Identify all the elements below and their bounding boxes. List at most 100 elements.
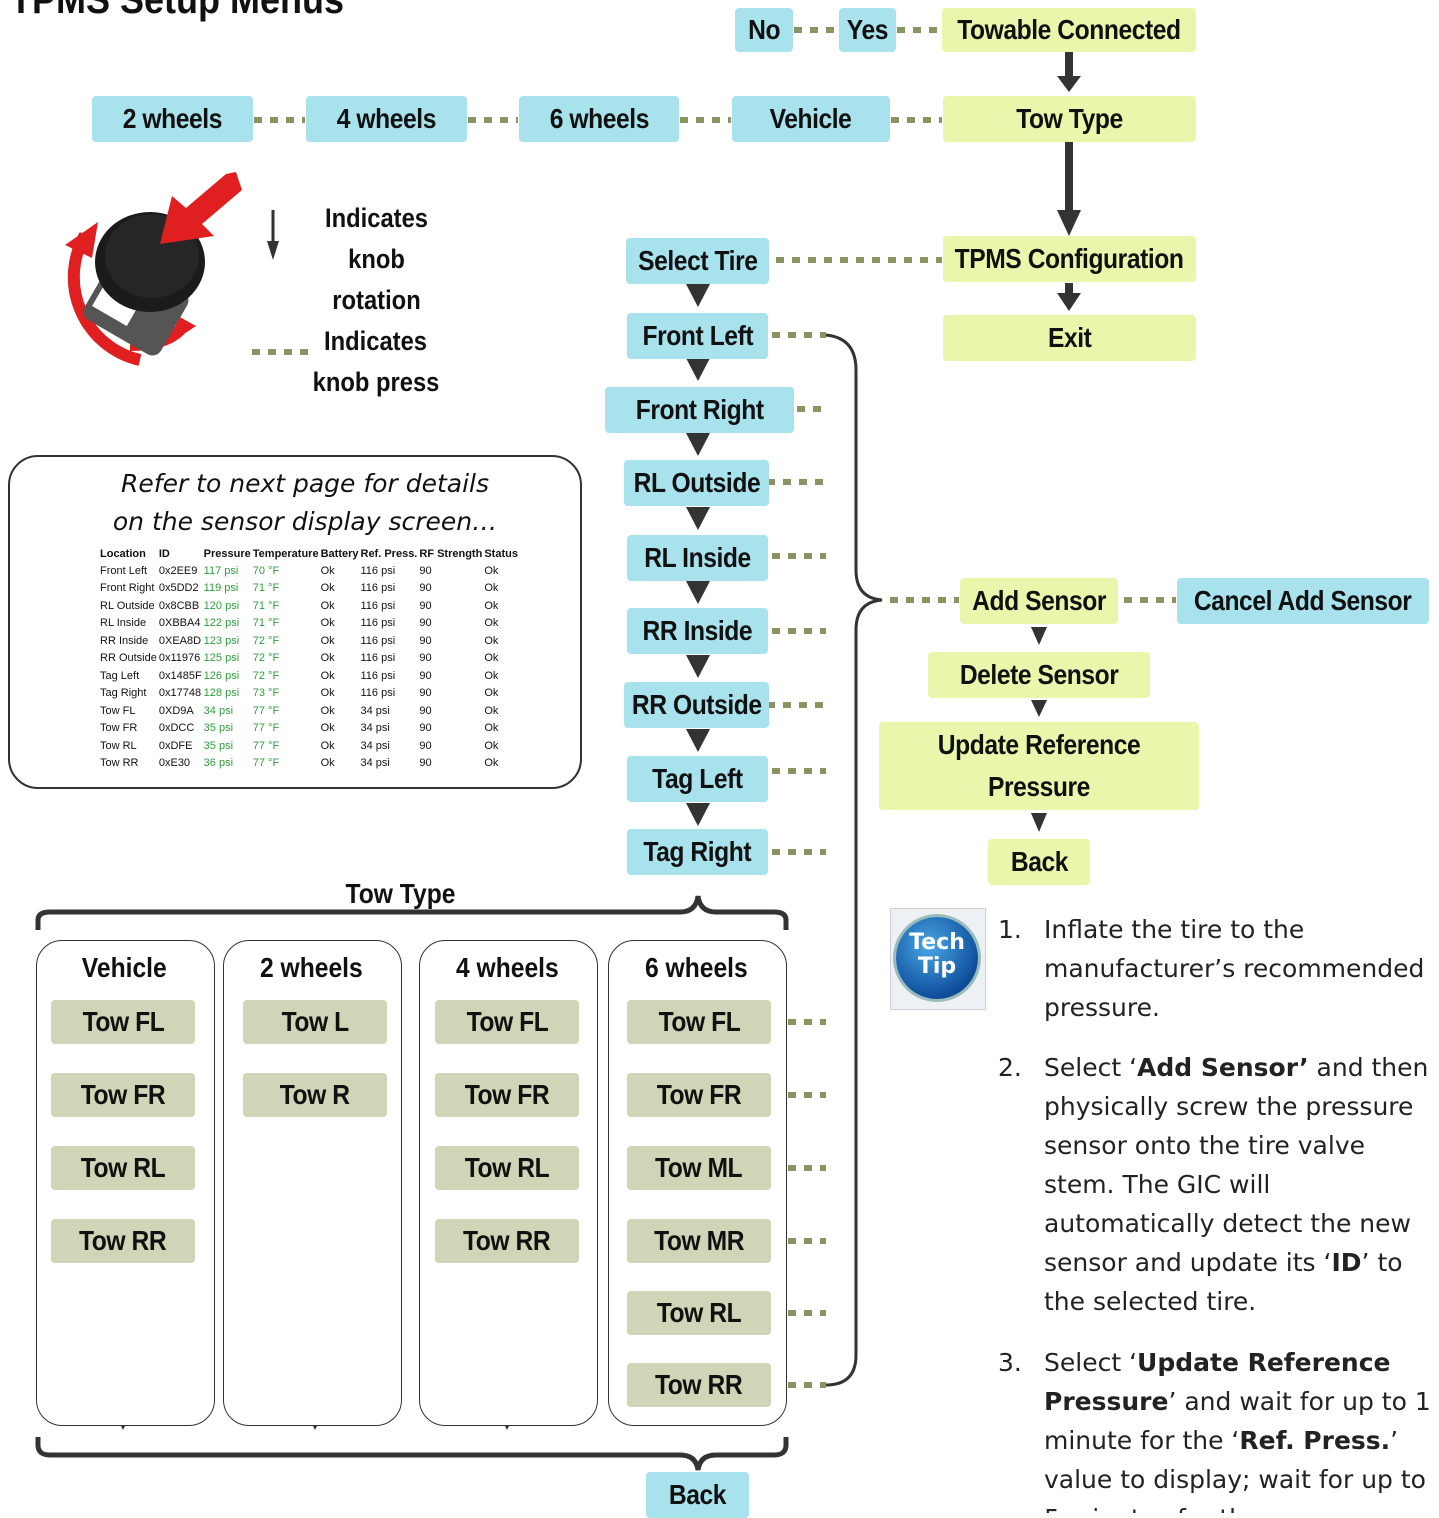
sensor-table-cell: 125 psi: [203, 652, 240, 665]
tow-item[interactable]: Tow R: [243, 1073, 387, 1117]
tow-item[interactable]: Tow RR: [51, 1219, 195, 1263]
delete-sensor-item[interactable]: Delete Sensor: [928, 652, 1150, 698]
tow-item[interactable]: Tow FR: [435, 1073, 579, 1117]
tow-column-title: 2 wheels: [260, 952, 363, 983]
sensor-table-cell: 0xDCC: [158, 722, 195, 735]
tpms-configuration-item[interactable]: TPMS Configuration: [943, 236, 1196, 282]
sensor-table-cell: Ok: [484, 704, 499, 717]
sensor-table-cell: RL Inside: [100, 617, 147, 630]
select-tire-item[interactable]: Select Tire: [626, 238, 769, 284]
exit-item[interactable]: Exit: [943, 315, 1196, 361]
tow-type-label: Tow Type: [345, 878, 455, 909]
sensor-table-cell: 34 psi: [203, 704, 234, 717]
yes-button[interactable]: Yes: [839, 8, 896, 52]
sensor-table-cell: Ok: [484, 599, 499, 612]
tow-item[interactable]: Tow FL: [51, 1000, 195, 1044]
sensor-table-cell: 77 °F: [252, 739, 280, 752]
sensor-table-cell: 0x17748: [158, 687, 202, 700]
tow-item[interactable]: Tow FL: [435, 1000, 579, 1044]
sensor-table-cell: 34 psi: [360, 704, 390, 717]
update-reference-pressure-item[interactable]: Update Reference Pressure: [879, 722, 1199, 810]
tech-tip-word: Tech: [909, 930, 965, 955]
tire-tag-right[interactable]: Tag Right: [627, 829, 768, 875]
tow-item[interactable]: Tow MR: [627, 1219, 771, 1263]
sensor-table-header: ID: [158, 547, 170, 560]
sensor-table-cell: 116 psi: [360, 564, 396, 577]
sensor-table-cell: Ok: [320, 704, 335, 717]
sensor-table-cell: Ok: [320, 634, 335, 647]
sensor-table-cell: Ok: [320, 687, 335, 700]
tire-rr-inside[interactable]: RR Inside: [627, 608, 768, 654]
tow-option-4-wheels[interactable]: 4 wheels: [306, 96, 467, 142]
tow-item[interactable]: Tow RL: [627, 1291, 771, 1335]
sensor-table-cell: 34 psi: [360, 757, 390, 770]
no-button[interactable]: No: [735, 8, 793, 52]
sensor-table-cell: Front Right: [100, 582, 155, 595]
tire-tag-left[interactable]: Tag Left: [627, 756, 768, 802]
cancel-add-sensor-item[interactable]: Cancel Add Sensor: [1177, 578, 1429, 624]
sensor-back-item[interactable]: Back: [988, 839, 1090, 885]
sensor-table-cell: 71 °F: [252, 617, 280, 630]
sensor-table-cell: Ok: [320, 582, 335, 595]
tire-front-right[interactable]: Front Right: [605, 387, 794, 433]
sensor-table-cell: 77 °F: [252, 722, 280, 735]
tow-item[interactable]: Tow RL: [435, 1146, 579, 1190]
sensor-table-cell: Front Left: [100, 564, 148, 577]
tire-rl-outside[interactable]: RL Outside: [624, 460, 769, 506]
sensor-table-cell: Ok: [484, 669, 499, 682]
sensor-table-cell: 70 °F: [252, 564, 280, 577]
sensor-table-cell: 0XD9A: [158, 704, 194, 717]
tow-item[interactable]: Tow RL: [51, 1146, 195, 1190]
tire-front-left[interactable]: Front Left: [627, 313, 768, 359]
tow-item[interactable]: Tow RR: [435, 1219, 579, 1263]
sensor-table-cell: 35 psi: [203, 739, 234, 752]
sensor-reference-panel: [8, 455, 582, 789]
sensor-table-cell: 0x11976: [158, 652, 201, 665]
tow-item[interactable]: Tow FR: [627, 1073, 771, 1117]
tow-option-vehicle[interactable]: Vehicle: [732, 96, 890, 142]
tow-option-2-wheels[interactable]: 2 wheels: [92, 96, 253, 142]
tire-rr-outside[interactable]: RR Outside: [624, 682, 769, 728]
tow-item[interactable]: Tow FL: [627, 1000, 771, 1044]
towable-connected-item[interactable]: Towable Connected: [942, 8, 1196, 52]
tow-item[interactable]: Tow ML: [627, 1146, 771, 1190]
sensor-table-cell: 71 °F: [252, 599, 280, 612]
sensor-table-cell: 116 psi: [360, 582, 396, 595]
sensor-table-cell: 90: [419, 739, 432, 752]
tech-tip-steps: 1.Inflate the tire to the manufacturer’s…: [998, 915, 1431, 1513]
sensor-table-cell: Ok: [320, 617, 335, 630]
tow-item[interactable]: Tow FR: [51, 1073, 195, 1117]
sensor-table-cell: 72 °F: [252, 652, 280, 665]
add-sensor-item[interactable]: Add Sensor: [960, 578, 1118, 624]
sensor-table-cell: 126 psi: [203, 669, 240, 682]
sensor-table-cell: Ok: [484, 739, 499, 752]
tow-item[interactable]: Tow RR: [627, 1363, 771, 1407]
sensor-table-cell: 116 psi: [360, 687, 396, 700]
sensor-table-cell: 90: [419, 652, 432, 665]
sensor-table-cell: Ok: [320, 669, 335, 682]
tow-option-6-wheels[interactable]: 6 wheels: [519, 96, 679, 142]
sensor-table-header: Status: [484, 547, 518, 560]
tire-rl-inside[interactable]: RL Inside: [627, 535, 768, 581]
sensor-table-cell: Ok: [484, 564, 499, 577]
tow-item[interactable]: Tow L: [243, 1000, 387, 1044]
tow-type-item[interactable]: Tow Type: [943, 96, 1196, 142]
sensor-table-header: Temperature: [252, 547, 319, 560]
tow-type-bracket: [35, 895, 789, 930]
tech-tip-icon: Tech Tip: [890, 908, 986, 1010]
tow-back-item[interactable]: Back: [646, 1472, 749, 1518]
sensor-table-cell: 90: [419, 599, 432, 612]
tow-column-title: 4 wheels: [456, 952, 559, 983]
sensor-table-cell: Tag Right: [100, 687, 147, 700]
sensor-table-cell: 34 psi: [360, 739, 390, 752]
sensor-table-cell: 0xDFE: [158, 739, 193, 752]
sensor-table-cell: 72 °F: [252, 669, 280, 682]
